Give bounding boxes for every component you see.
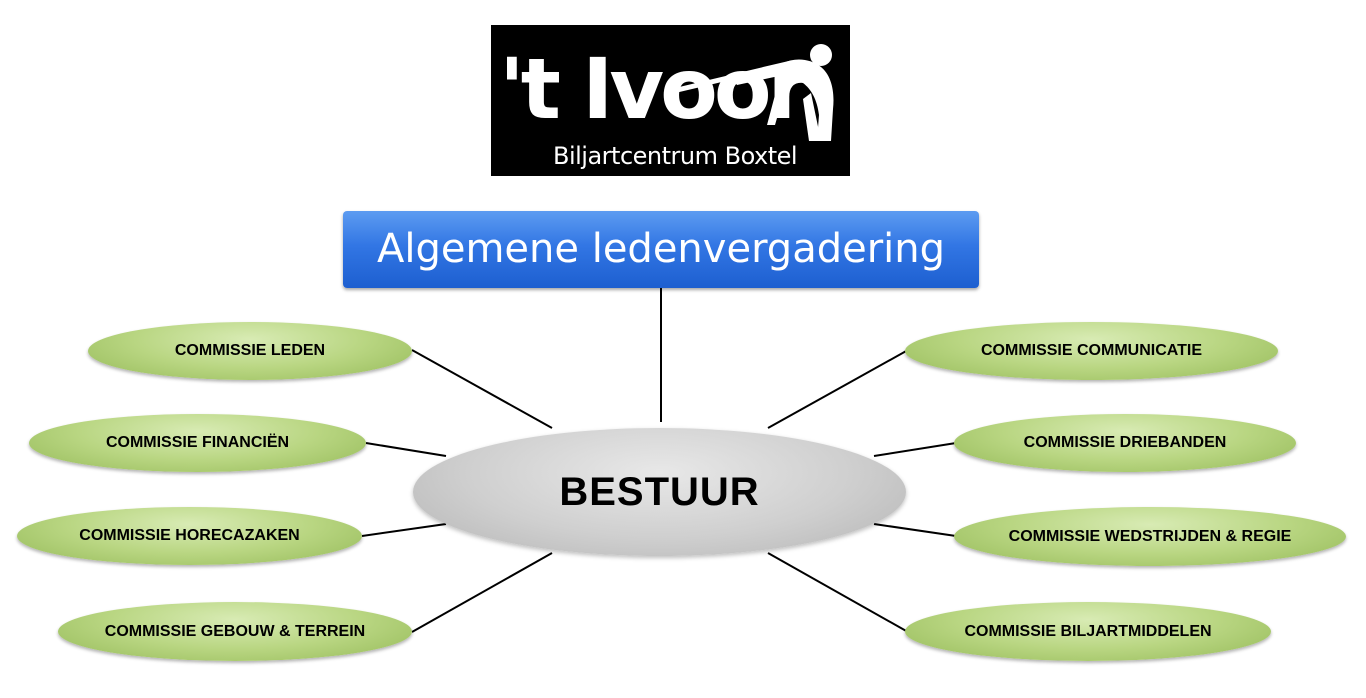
node-algemene-ledenvergadering: Algemene ledenvergadering — [343, 211, 979, 288]
billiard-player-icon — [671, 44, 834, 141]
connector-wedstrijden — [873, 523, 957, 537]
connector-horecazaken — [361, 523, 447, 537]
connector-biljartmiddelen — [767, 552, 909, 633]
logo-brand: 't Ivoor — [499, 40, 809, 138]
node-commissie-leden: COMMISSIE LEDEN — [88, 322, 412, 380]
node-commissie-driebanden: COMMISSIE DRIEBANDEN — [954, 414, 1296, 472]
node-bestuur: BESTUUR — [413, 428, 906, 556]
node-commissie-wedstrijden-regie: COMMISSIE WEDSTRIJDEN & REGIE — [954, 507, 1346, 566]
connector-communicatie — [767, 349, 909, 429]
node-commissie-horecazaken: COMMISSIE HORECAZAKEN — [17, 507, 362, 565]
node-commissie-financien: COMMISSIE FINANCIËN — [29, 414, 366, 472]
connector-leden — [411, 349, 553, 429]
node-commissie-gebouw-terrein: COMMISSIE GEBOUW & TERREIN — [58, 602, 412, 661]
node-commissie-communicatie: COMMISSIE COMMUNICATIE — [905, 322, 1278, 380]
logo-subtitle: Biljartcentrum Boxtel — [553, 142, 798, 170]
node-commissie-biljartmiddelen: COMMISSIE BILJARTMIDDELEN — [905, 602, 1271, 661]
connector-gebouw — [411, 552, 553, 633]
logo: 't Ivoor Biljartcentrum Boxtel — [491, 25, 850, 176]
connector-driebanden — [873, 442, 957, 457]
connector-financien — [365, 442, 447, 457]
